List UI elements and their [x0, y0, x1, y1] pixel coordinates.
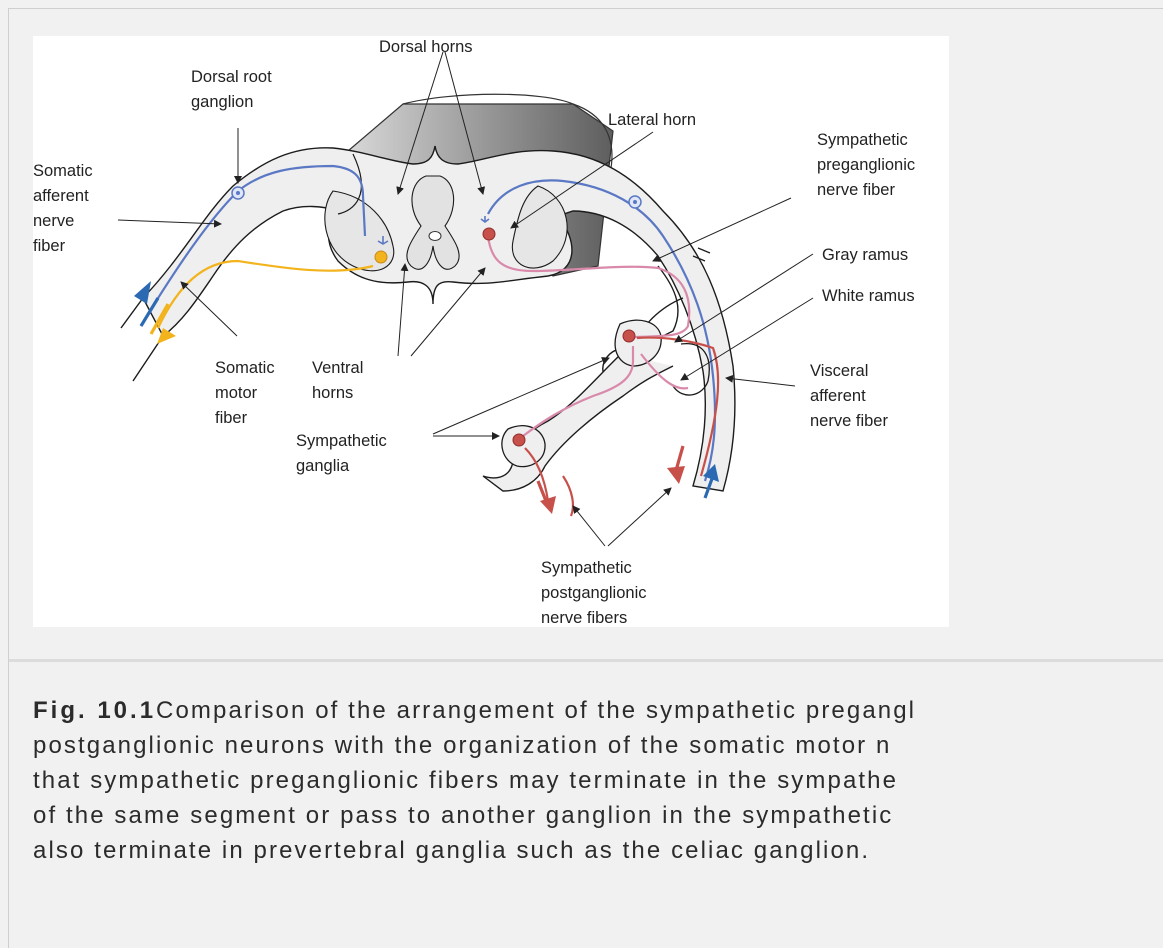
- caption-line-3: that sympathetic preganglionic fibers ma…: [33, 763, 1163, 798]
- label-sympathetic-postganglionic-1: Sympathetic: [541, 559, 632, 577]
- caption-line-5: also terminate in prevertebral ganglia s…: [33, 833, 1163, 868]
- label-sympathetic-ganglia-2: ganglia: [296, 457, 350, 475]
- label-gray-ramus: Gray ramus: [822, 246, 908, 264]
- caption-line-2: postganglionic neurons with the organiza…: [33, 728, 1163, 763]
- sympathetic-ganglion-upper: [615, 320, 661, 366]
- label-visceral-afferent-1: Visceral: [810, 362, 868, 380]
- label-lateral-horn: Lateral horn: [608, 111, 696, 129]
- label-somatic-afferent-3: nerve: [33, 212, 74, 230]
- label-white-ramus: White ramus: [822, 287, 915, 305]
- spinal-cord-diagram: Dorsal horns Dorsal root ganglion Latera…: [33, 36, 949, 627]
- sympathetic-ganglion-lower: [502, 426, 545, 467]
- label-sympathetic-postganglionic-3: nerve fibers: [541, 609, 627, 627]
- label-visceral-afferent-2: afferent: [810, 387, 866, 405]
- label-ventral-horns-1: Ventral: [312, 359, 363, 377]
- label-sympathetic-preganglionic-3: nerve fiber: [817, 181, 895, 199]
- label-ventral-horns-2: horns: [312, 384, 353, 402]
- caption-line-4: of the same segment or pass to another g…: [33, 798, 1163, 833]
- caption-line-1: Fig. 10.1Comparison of the arrangement o…: [33, 693, 1163, 728]
- label-dorsal-root-ganglion-1: Dorsal root: [191, 68, 272, 86]
- label-somatic-motor-2: motor: [215, 384, 258, 402]
- label-sympathetic-postganglionic-2: postganglionic: [541, 584, 647, 602]
- figure-diagram: Dorsal horns Dorsal root ganglion Latera…: [33, 36, 949, 627]
- caption-text-1: Comparison of the arrangement of the sym…: [156, 697, 916, 724]
- label-somatic-motor-1: Somatic: [215, 359, 275, 377]
- label-somatic-afferent-1: Somatic: [33, 162, 93, 180]
- figure-number: Fig. 10.1: [33, 697, 156, 724]
- label-somatic-afferent-2: afferent: [33, 187, 89, 205]
- label-sympathetic-preganglionic-1: Sympathetic: [817, 131, 908, 149]
- figure-caption: Fig. 10.1Comparison of the arrangement o…: [33, 693, 1163, 933]
- label-dorsal-horns: Dorsal horns: [379, 38, 473, 56]
- label-visceral-afferent-3: nerve fiber: [810, 412, 888, 430]
- label-somatic-motor-3: fiber: [215, 409, 248, 427]
- label-sympathetic-preganglionic-2: preganglionic: [817, 156, 915, 174]
- caption-divider: [9, 659, 1163, 662]
- label-sympathetic-ganglia-1: Sympathetic: [296, 432, 387, 450]
- label-somatic-afferent-4: fiber: [33, 237, 66, 255]
- label-dorsal-root-ganglion-2: ganglion: [191, 93, 253, 111]
